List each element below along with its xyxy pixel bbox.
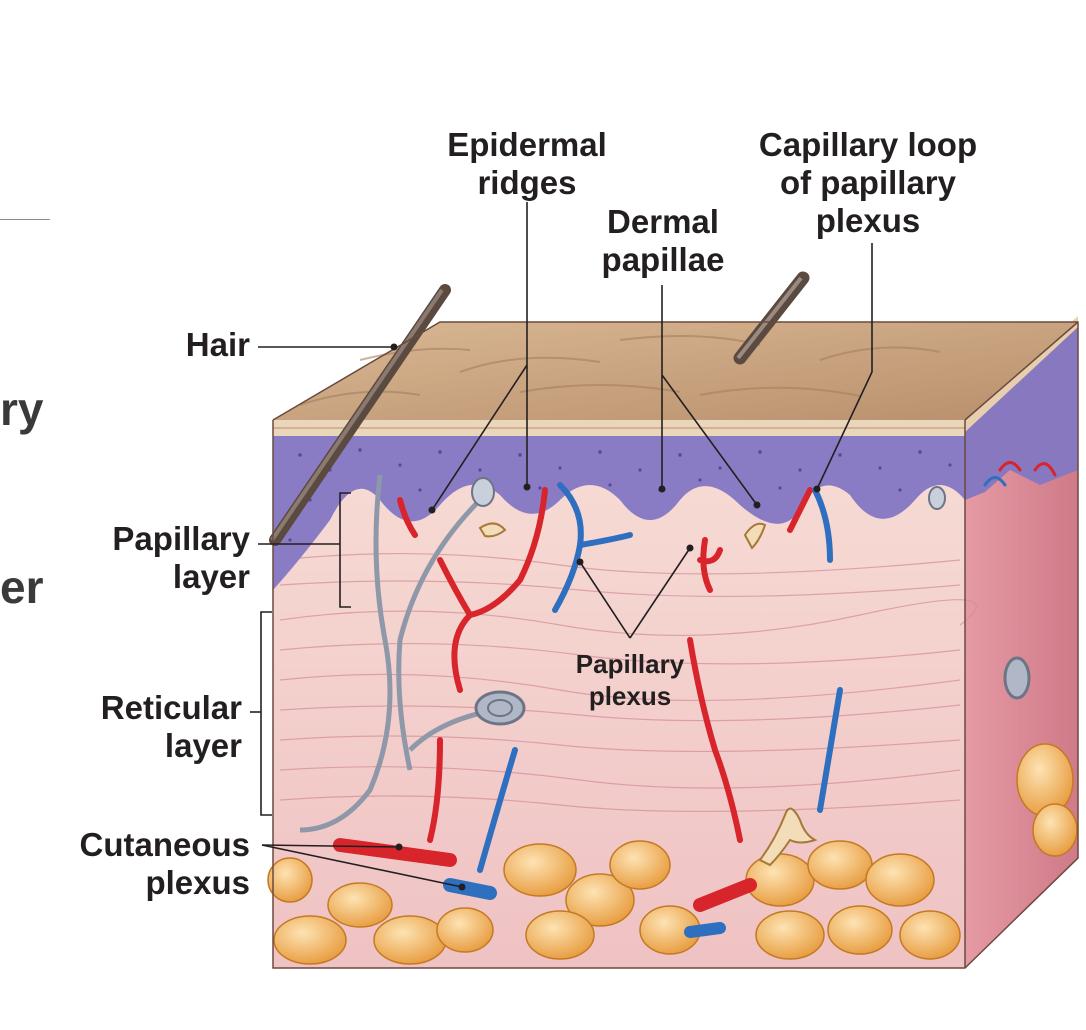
label-reticular-layer-line2: layer <box>164 727 242 764</box>
label-capillary-loop-line3: plexus <box>815 202 921 239</box>
label-papillary-plexus: Papillary plexus <box>550 648 710 712</box>
subcutaneous-fat <box>267 743 1078 965</box>
label-cutaneous-plexus: Cutaneous plexus <box>30 826 250 902</box>
block-side-face <box>965 316 1078 968</box>
leader-cutaneous-plexus-b <box>261 844 463 888</box>
label-papillary-layer-line1: Papillary <box>112 520 250 557</box>
skin-surface <box>273 322 1078 436</box>
block-outline <box>272 321 1079 969</box>
leader-lines <box>250 202 873 888</box>
gland-structures <box>478 522 818 867</box>
leader-cutaneous-plexus-a <box>261 844 400 848</box>
slide-text-fragment-1: ry <box>0 383 44 435</box>
leader-dots <box>390 343 821 891</box>
bracket-reticular-layer <box>260 611 272 816</box>
label-hair: Hair <box>185 326 250 363</box>
bracket-papillary-layer <box>339 492 351 608</box>
label-papillary-plexus-line2: plexus <box>588 681 672 711</box>
label-papillary-layer: Papillary layer <box>60 520 250 596</box>
label-capillary-loop-line2: of papillary <box>779 164 957 201</box>
hair-shaft-right <box>733 271 810 365</box>
label-papillary-layer-line2: layer <box>172 558 250 595</box>
cutaneous-plexus-vessels <box>333 838 757 938</box>
label-capillary-loop-line1: Capillary loop <box>758 126 978 163</box>
label-epidermal-ridges-line1: Epidermal <box>447 126 607 163</box>
nerve-ending-corpuscle <box>471 477 1031 726</box>
label-epidermal-ridges: Epidermal ridges <box>422 126 632 202</box>
leader-papillary-plexus-b <box>629 547 691 639</box>
leader-capillary-loop <box>816 243 873 490</box>
label-epidermal-ridges-line2: ridges <box>477 164 577 201</box>
hair-shaft-left <box>269 284 451 546</box>
label-cutaneous-plexus-line2: plexus <box>145 864 250 901</box>
label-papillary-plexus-line1: Papillary <box>575 649 685 679</box>
label-dermal-papillae-line2: papillae <box>601 241 725 278</box>
label-capillary-loop: Capillary loop of papillary plexus <box>738 126 998 240</box>
slide-text-fragment-2: er <box>0 561 44 613</box>
label-dermal-papillae: Dermal papillae <box>578 203 748 279</box>
leader-dermal-papillae-b <box>661 374 758 506</box>
leader-papillary-plexus-a <box>579 561 631 639</box>
arteries <box>397 461 1057 843</box>
veins <box>477 476 1007 873</box>
label-cutaneous-plexus-line1: Cutaneous <box>79 826 250 863</box>
slide-divider <box>0 219 50 220</box>
label-reticular-layer: Reticular layer <box>50 689 242 765</box>
label-dermal-papillae-line1: Dermal <box>607 203 719 240</box>
label-reticular-layer-line1: Reticular <box>100 689 242 726</box>
leader-epidermal-ridges-a <box>431 364 528 511</box>
